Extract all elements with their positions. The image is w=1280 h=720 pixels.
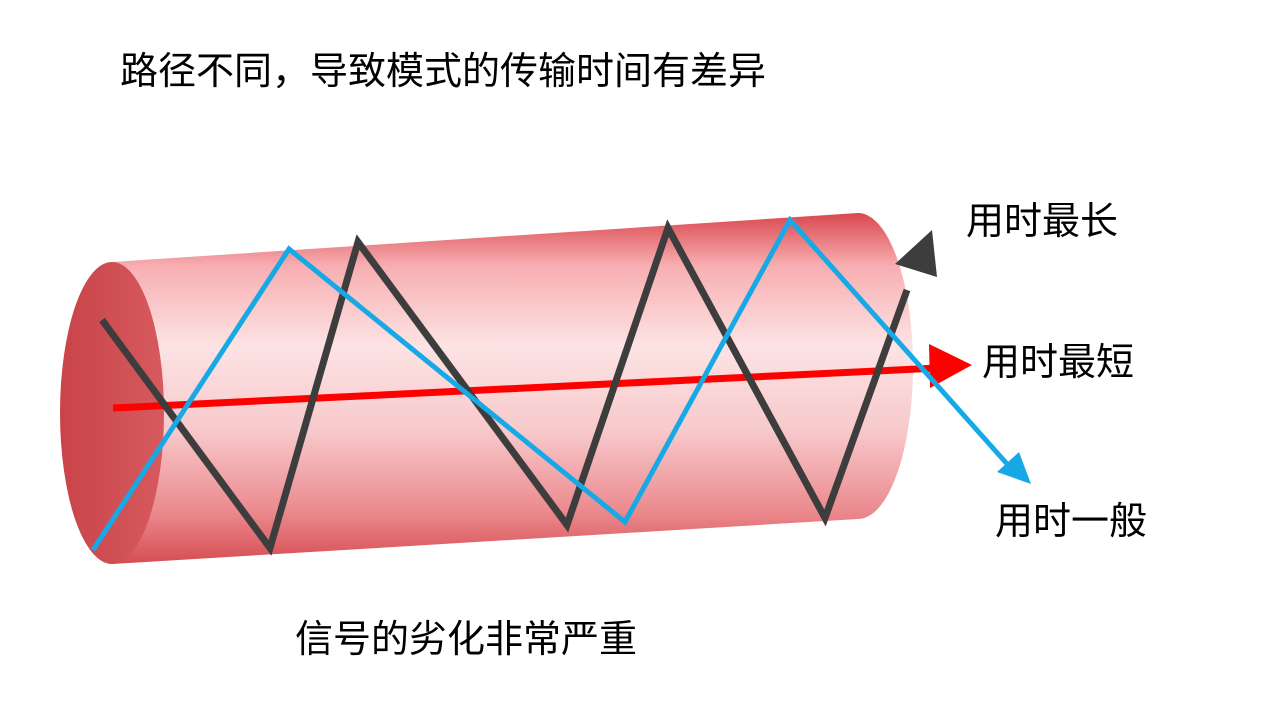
longest-path <box>99 219 937 556</box>
signal-degradation-caption: 信号的劣化非常严重 <box>295 617 638 661</box>
longest-path-arrowhead <box>895 230 937 277</box>
longest-path-line <box>99 219 911 556</box>
shortest-path <box>112 344 972 412</box>
longest-path-label: 用时最长 <box>966 199 1119 243</box>
shortest-path-line <box>112 364 939 412</box>
medium-path-line <box>90 215 1010 552</box>
slide-title: 路径不同，导致模式的传输时间有差异 <box>120 49 767 93</box>
medium-path-arrowhead <box>997 452 1031 484</box>
shortest-path-arrowhead <box>929 344 972 388</box>
fiber-end-face <box>60 262 164 564</box>
medium-path <box>90 215 1031 552</box>
medium-path-label: 用时一般 <box>995 499 1148 543</box>
shortest-path-label: 用时最短 <box>982 340 1135 384</box>
